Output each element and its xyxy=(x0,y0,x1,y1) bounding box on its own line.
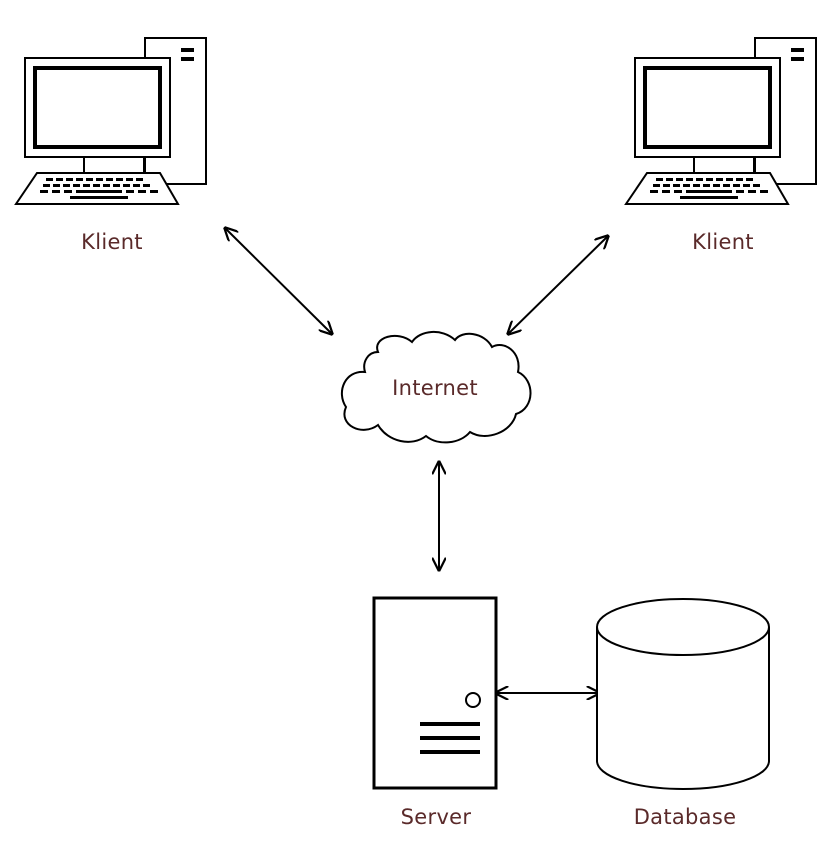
internet-label: Internet xyxy=(392,376,478,400)
database-label: Database xyxy=(633,805,737,829)
arrow-client-right-internet xyxy=(508,236,608,334)
client-right-label: Klient xyxy=(692,230,754,254)
internet-cloud-icon xyxy=(340,331,532,444)
server-label: Server xyxy=(400,805,472,829)
client-left-computer-icon xyxy=(14,36,208,206)
client-left-label: Klient xyxy=(81,230,143,254)
server-tower-icon xyxy=(372,596,498,790)
client-right-computer-icon xyxy=(624,36,818,206)
database-cylinder-icon xyxy=(596,598,770,790)
arrow-client-left-internet xyxy=(225,228,332,334)
